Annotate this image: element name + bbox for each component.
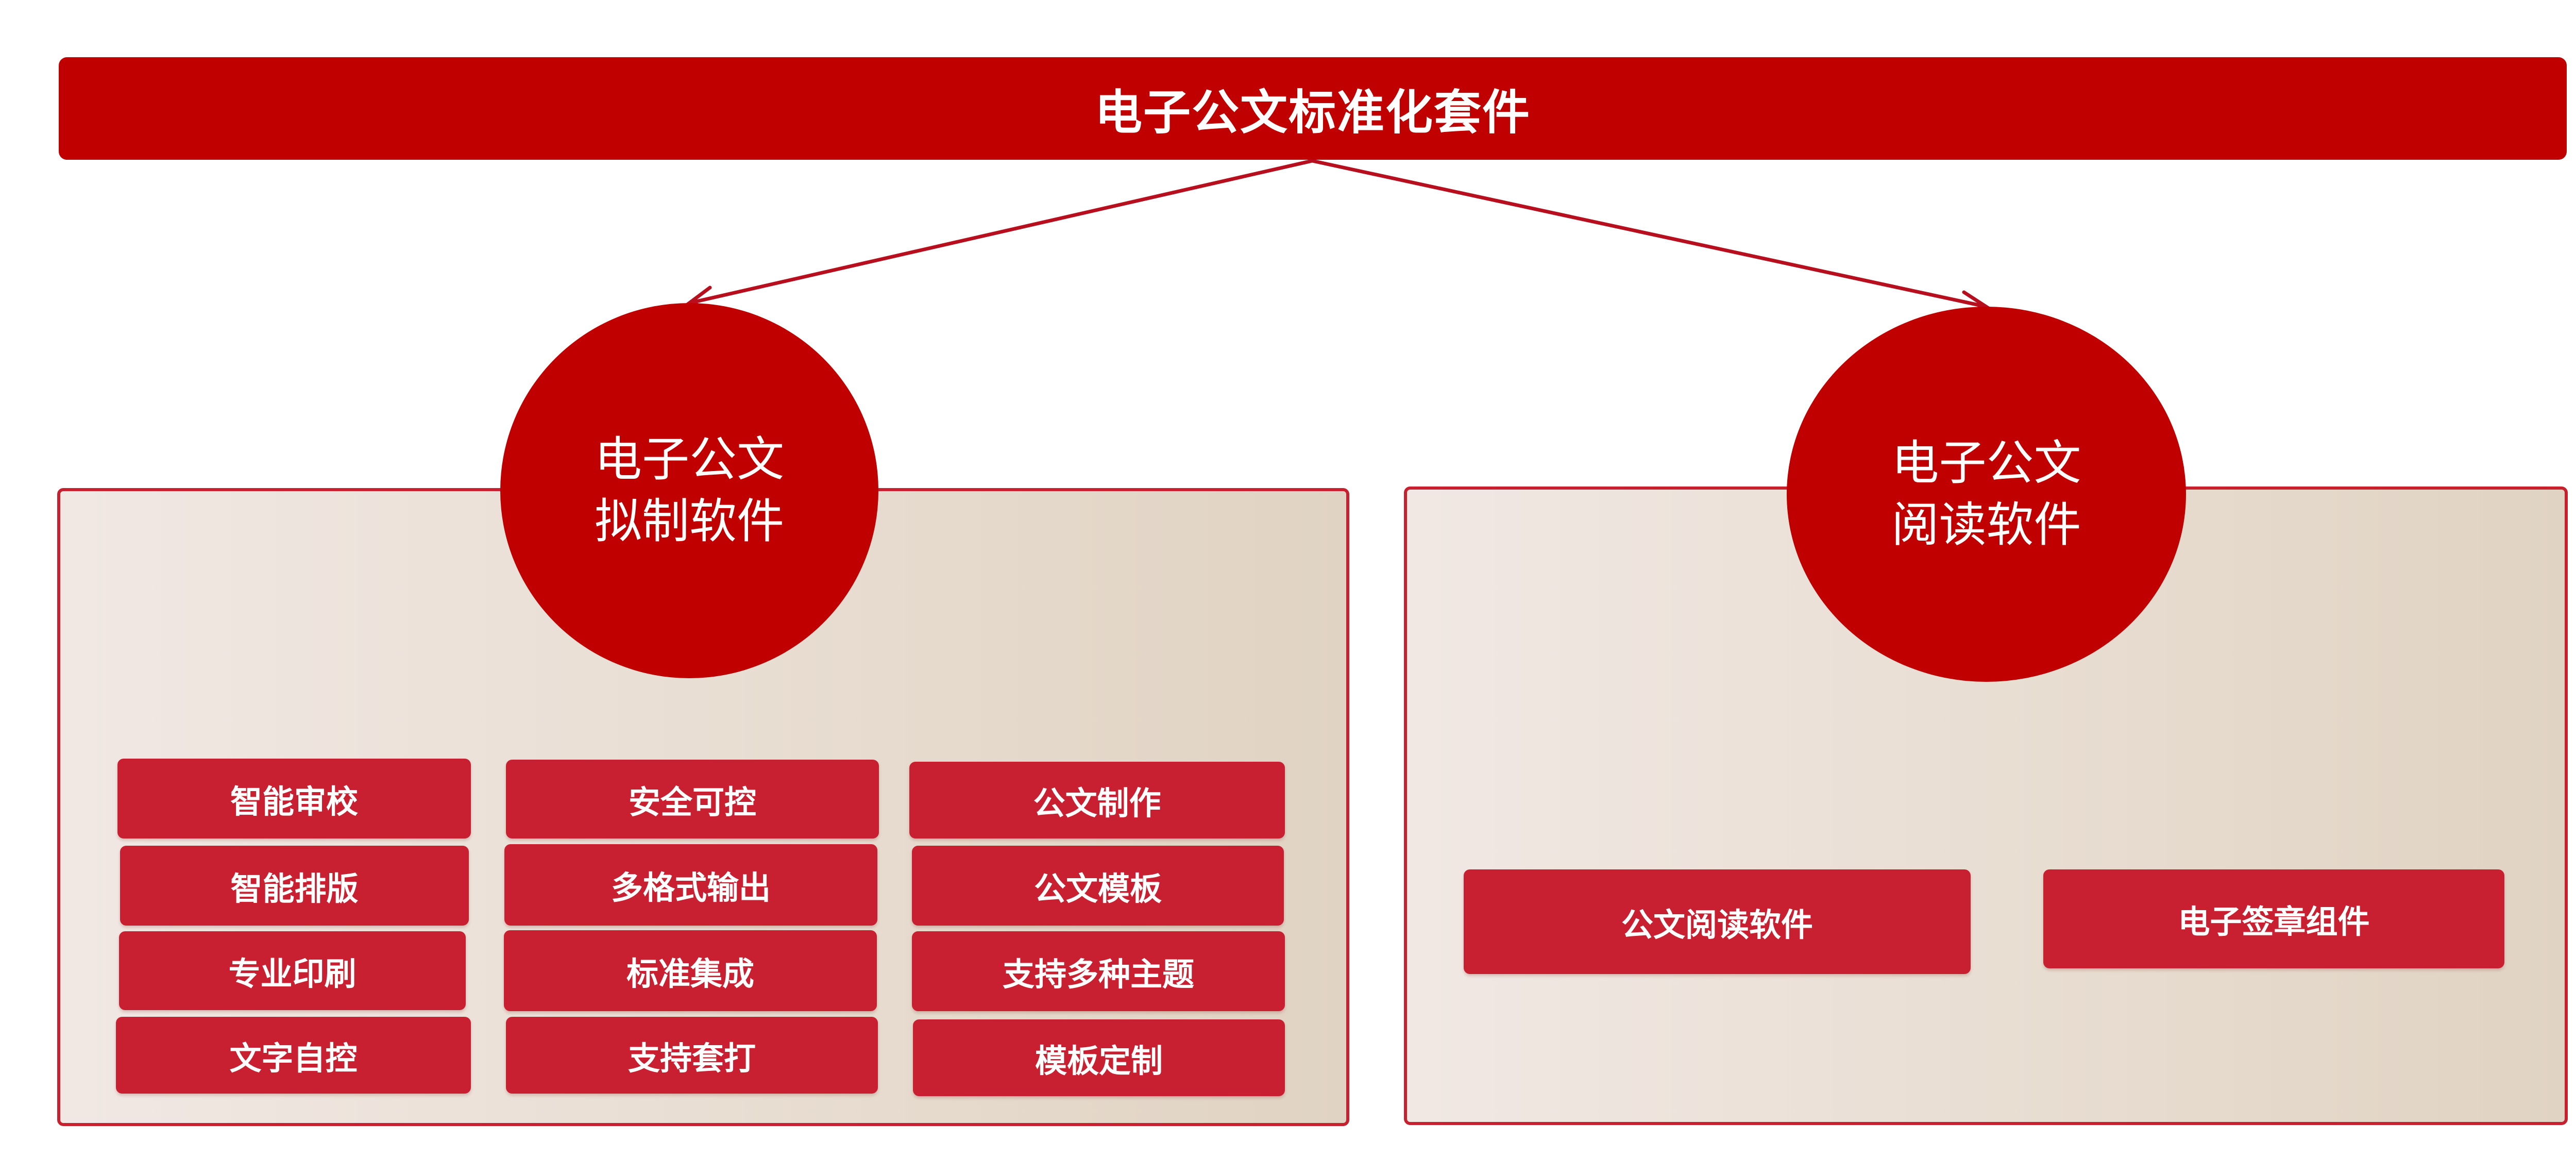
reading-software-circle: 电子公文 阅读软件 (1787, 307, 2186, 682)
suite-title-banner: 电子公文标准化套件 (59, 57, 2567, 160)
feature-chip: 专业印刷 (119, 931, 466, 1010)
feature-chip: 智能审校 (117, 759, 471, 838)
feature-chip: 智能排版 (120, 846, 469, 926)
drafting-software-circle: 电子公文 拟制软件 (500, 303, 878, 678)
feature-chip: 安全可控 (506, 760, 879, 838)
reading-circle-line1: 电子公文 (1891, 435, 2081, 491)
drafting-circle-line1: 电子公文 (594, 432, 784, 488)
feature-chip: 支持套打 (506, 1017, 878, 1094)
feature-chip: 标准集成 (504, 930, 877, 1011)
feature-chip: 文字自控 (116, 1017, 471, 1094)
feature-chip: 模板定制 (913, 1019, 1285, 1096)
feature-chip: 多格式输出 (504, 844, 877, 926)
arrow-to-reading (1310, 159, 1988, 309)
feature-chip: 支持多种主题 (912, 931, 1285, 1011)
feature-chip: 公文制作 (909, 762, 1285, 838)
arrow-to-drafting (687, 159, 1314, 305)
signature-component-item: 电子签章组件 (2043, 869, 2504, 968)
drafting-circle-line2: 拟制软件 (594, 494, 784, 549)
reading-software-item: 公文阅读软件 (1464, 869, 1971, 974)
reading-circle-line2: 阅读软件 (1891, 497, 2081, 552)
feature-chip: 公文模板 (912, 846, 1284, 926)
